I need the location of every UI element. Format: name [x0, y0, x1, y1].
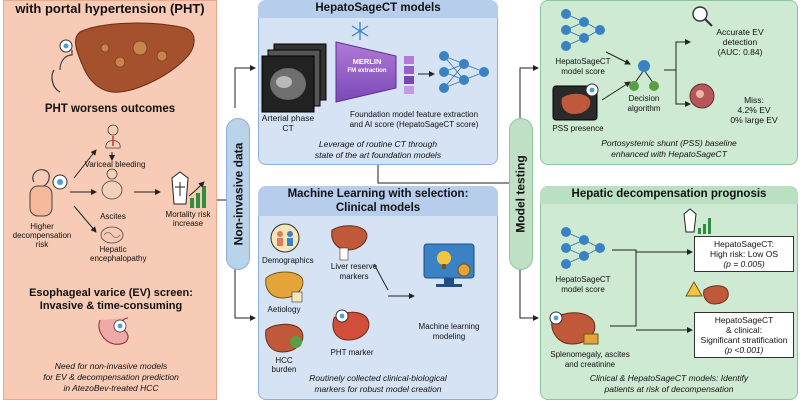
hepatic-enc-label: Hepatic encephalopathy — [90, 245, 147, 264]
pht-title: PHT worsens outcomes — [44, 103, 176, 115]
hepatosagect-header — [258, 0, 498, 18]
need-line3: in AtezoBev-treated HCC — [63, 383, 159, 393]
ml-title-line1: Machine Learning with selection: — [287, 188, 469, 200]
decomp-header — [540, 186, 798, 204]
hepato-caption-line2: state of the art foundation models — [314, 150, 442, 160]
head-icon — [107, 124, 119, 136]
variceal-label: Variceal bleeding — [84, 160, 146, 169]
pss-model-score-line1: HepatoSageCT — [555, 57, 611, 66]
accurate-ev-line3: (AUC: 0.84) — [717, 47, 763, 57]
ml-caption-line1: Routinely collected clinical-biological — [309, 373, 447, 383]
demographics-label: Demographics — [262, 256, 314, 265]
decompensation-panel — [540, 186, 798, 400]
box1-line3: (p = 0.005) — [723, 259, 765, 270]
ml-header — [258, 186, 498, 216]
pss-presence-label: PSS presence — [552, 124, 604, 133]
clinical-result-box: HepatoSageCT & clinical: Significant str… — [694, 312, 794, 358]
fm-label-line1: Foundation model feature extraction — [349, 110, 479, 119]
decision-line2: algorithm — [627, 104, 661, 113]
box2-line4: (p <0.001) — [724, 345, 764, 356]
decision-line1: Decision — [628, 94, 660, 103]
model-testing-pill: Model testing — [509, 118, 533, 270]
pss-panel — [540, 0, 798, 165]
aetiology-label: Aetiology — [267, 305, 301, 314]
box1-line1: HepatoSageCT: — [713, 238, 774, 249]
box1-line2: High risk: Low OS — [709, 248, 779, 259]
hepato-caption-line1: Leverage of routine CT through — [318, 139, 438, 149]
hepatosagect-title: HepatoSageCT models — [315, 2, 441, 14]
magnifier-icon — [692, 6, 713, 27]
warning-icon — [685, 280, 703, 297]
pss-neural-network-icon — [561, 9, 605, 51]
accurate-ev-line2: detection — [722, 37, 758, 47]
ev-title-line2: Invasive & time-consuming — [39, 300, 183, 312]
high-risk-result-box: HepatoSageCT: High risk: Low OS (p = 0.0… — [694, 236, 794, 272]
decomp-model-score-line2: model score — [561, 285, 605, 294]
decomp-title: Hepatic decompensation prognosis — [571, 188, 767, 200]
box2-line1: HepatoSageCT — [714, 314, 774, 325]
miss-line1: Miss: — [744, 95, 764, 105]
merlin-label: MERLIN — [352, 57, 382, 66]
decomp-model-score-line1: HepatoSageCT — [555, 275, 611, 284]
fm-label-line2: and AI score (HepatoSageCT score) — [349, 120, 479, 129]
need-line1: Need for non-invasive models — [54, 361, 168, 371]
ascites-label: Ascites — [100, 212, 126, 221]
ct-label-line2: CT — [282, 123, 294, 133]
miss-line3: 0% large EV — [730, 115, 778, 125]
box2-line2: & clinical: — [726, 324, 762, 335]
left-title-top: with portal hypertension (PHT) — [15, 1, 205, 16]
miss-line2: 4.2% EV — [737, 105, 771, 115]
hcc-burden-label: HCC burden — [271, 356, 297, 375]
pht-marker-label: PHT marker — [330, 348, 374, 357]
splen-line1: Splenomegaly, ascites — [550, 350, 630, 359]
splen-line2: and creatinine — [564, 360, 616, 369]
mortality-label: Mortality risk increase — [165, 210, 211, 229]
ml-modeling-line1: Machine learning — [418, 322, 480, 331]
liver-reserve-line1: Liver reserve — [330, 262, 378, 271]
ml-title-line2: Clinical models — [335, 202, 421, 214]
pss-caption-line1: Portosystemic shunt (PSS) baseline — [601, 138, 737, 148]
need-line2: for EV & decompensation prediction — [43, 372, 179, 382]
ml-caption-line2: markers for robust model creation — [314, 384, 442, 394]
ml-modeling-line2: modeling — [432, 332, 466, 341]
higher-risk-label: Higher decompensation risk — [12, 222, 72, 250]
ev-title-line1: Esophageal varice (EV) screen: — [29, 287, 193, 299]
neural-network-icon — [439, 51, 489, 93]
decomp-neural-network-icon — [561, 227, 605, 269]
liver-reserve-icon — [331, 225, 368, 251]
non-invasive-data-pill: Non-invasive data — [226, 118, 250, 270]
bar-chart-icon — [698, 218, 711, 234]
decomp-caption-line2: patients at risk of decompensation — [604, 384, 734, 394]
decision-algorithm-icon — [629, 60, 659, 91]
coffin-icon — [683, 208, 697, 233]
snowflake-icon — [351, 22, 369, 40]
pss-model-score-line2: model score — [561, 67, 605, 76]
liver-reserve-line2: markers — [339, 272, 369, 281]
accurate-ev-line1: Accurate EV — [716, 27, 764, 37]
ct-label-line1: Arterial phase — [261, 113, 315, 123]
box2-line3: Significant stratification — [700, 335, 788, 345]
fm-extraction-label: FM extraction — [347, 68, 387, 74]
decomp-caption-line1: Clinical & HepatoSageCT models: Identify — [589, 373, 749, 383]
pss-caption-line2: enhanced with HepatoSageCT — [611, 149, 727, 159]
